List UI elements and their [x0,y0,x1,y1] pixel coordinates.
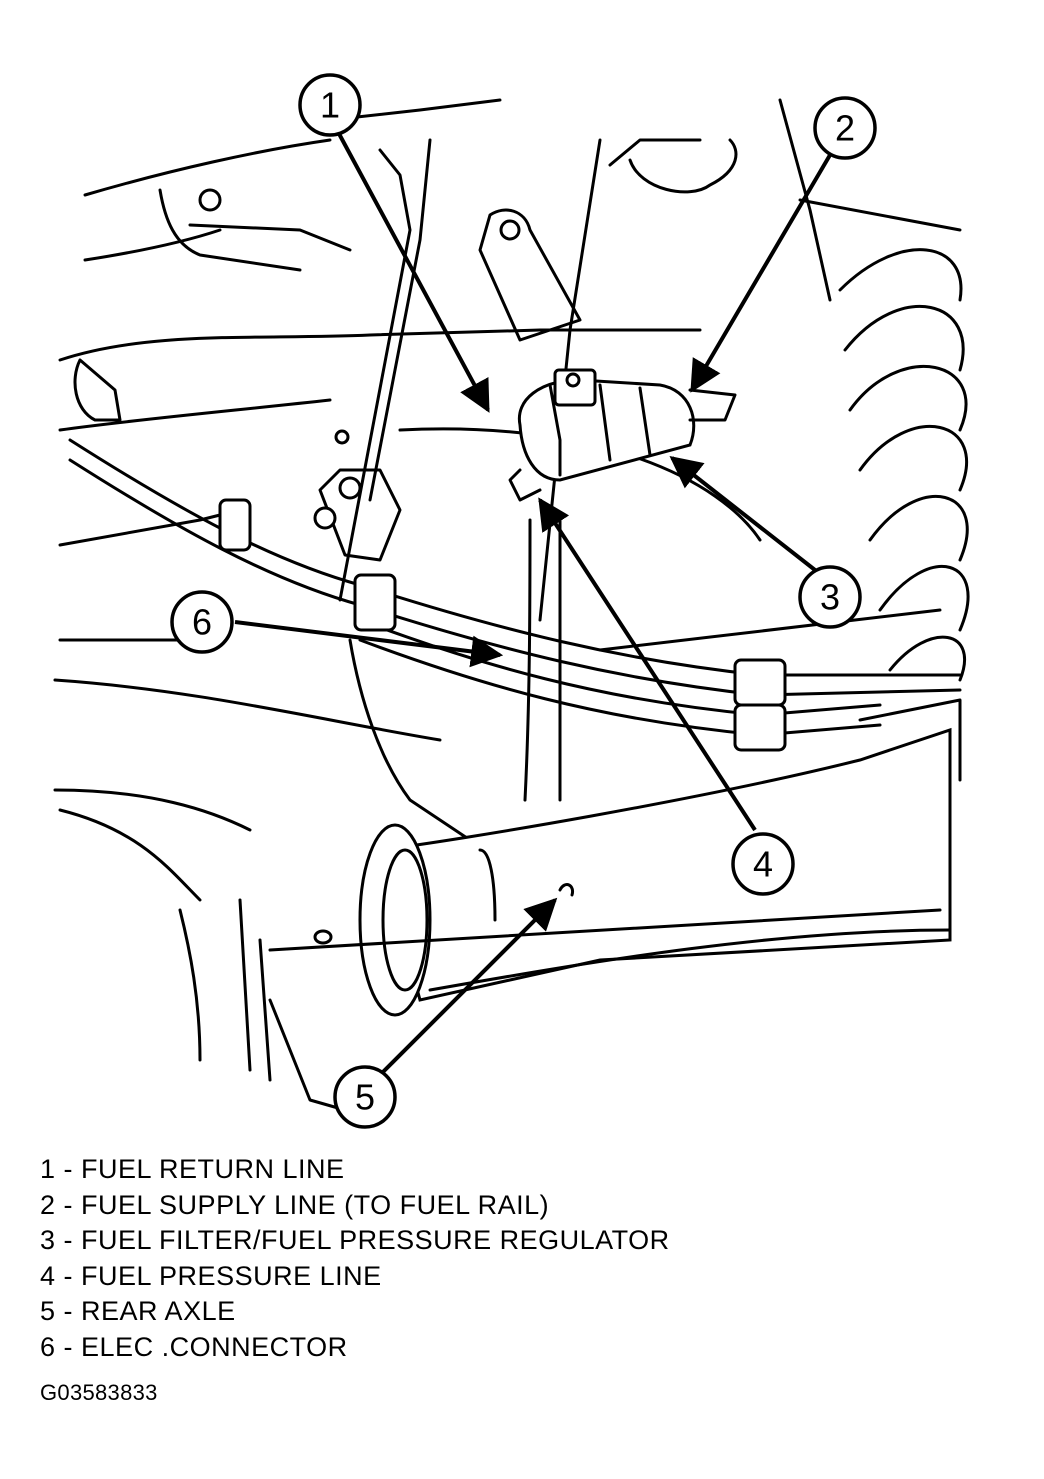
legend-separator: - [55,1331,82,1362]
line-clamps [218,498,787,752]
fuel-system-illustration: 1 2 3 4 5 6 [53,73,970,1129]
legend-item-3: 3 - FUEL FILTER/FUEL PRESSURE REGULATOR [40,1223,940,1259]
legend-number: 6 [40,1331,56,1362]
mounting-bracket [198,188,582,562]
legend-label: FUEL RETURN LINE [81,1154,345,1184]
legend-separator: - [55,1154,82,1184]
leader-4 [538,497,757,832]
callout-2-number: 2 [835,108,855,149]
callout-3-number: 3 [820,577,840,618]
legend-item-5: 5 - REAR AXLE [40,1294,940,1330]
callout-4-number: 4 [753,844,773,885]
leader-1 [335,129,490,413]
fuel-filter-regulator [508,368,737,502]
legend-label: FUEL SUPPLY LINE (TO FUEL RAIL) [81,1189,550,1220]
callout-3: 3 [798,565,862,629]
callout-1-number: 1 [320,85,340,126]
legend-number: 2 [40,1189,56,1220]
legend-item-4: 4 - FUEL PRESSURE LINE [40,1259,940,1295]
legend-number: 5 [40,1296,56,1326]
legend-label: FUEL FILTER/FUEL PRESSURE REGULATOR [81,1225,670,1255]
leader-5 [378,897,558,1077]
callout-5-number: 5 [355,1077,375,1118]
callout-2: 2 [813,96,877,160]
callout-6-number: 6 [192,602,212,643]
leader-lines [234,129,832,1077]
legend-label: REAR AXLE [81,1296,236,1326]
legend-separator: - [55,1260,82,1291]
legend-item-2: 2 - FUEL SUPPLY LINE (TO FUEL RAIL) [40,1188,940,1224]
rear-axle [268,727,952,1017]
legend-number: 3 [40,1225,56,1255]
leader-6 [234,620,504,668]
callout-6: 6 [170,590,234,654]
legend-item-6: 6 - ELEC .CONNECTOR [40,1330,940,1366]
legend-label: ELEC .CONNECTOR [81,1331,348,1362]
leader-2 [690,153,832,393]
callout-4: 4 [731,832,795,896]
legend-number: 1 [40,1154,56,1184]
coil-spring [838,248,970,682]
chassis-frame [53,98,962,1122]
legend-item-1: 1 - FUEL RETURN LINE [40,1152,940,1188]
legend-separator: - [55,1296,82,1326]
legend-number: 4 [40,1260,56,1291]
legend-label: FUEL PRESSURE LINE [81,1260,382,1291]
legend-separator: - [55,1189,82,1220]
callout-5: 5 [333,1065,397,1129]
legend-separator: - [55,1225,82,1255]
figure-id: G03583833 [40,1380,158,1405]
parts-legend: 1 - FUEL RETURN LINE 2 - FUEL SUPPLY LIN… [40,1152,940,1365]
leader-3 [669,456,817,572]
callout-1: 1 [298,73,362,137]
